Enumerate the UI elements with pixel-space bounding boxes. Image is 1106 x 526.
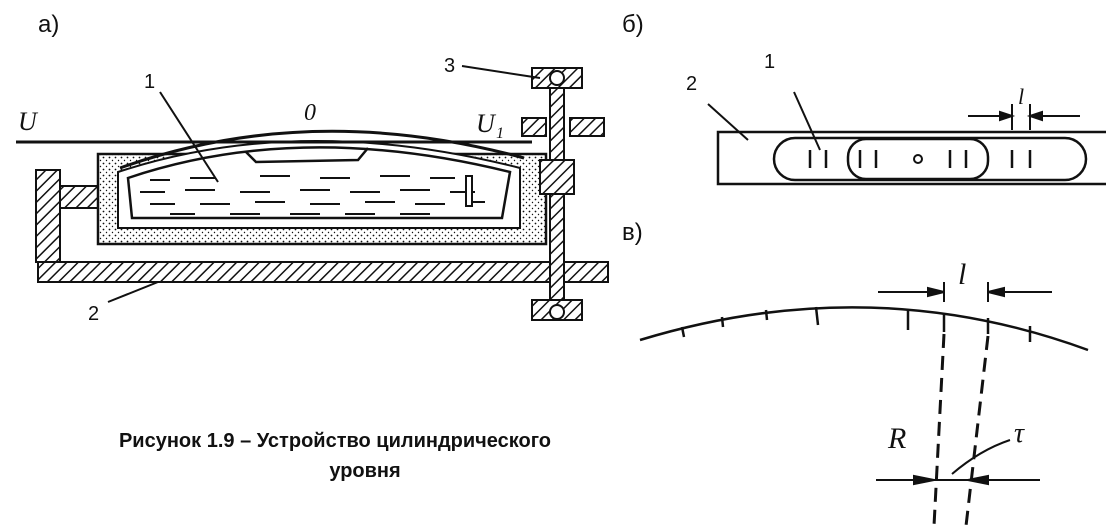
zero-label: 0 (304, 100, 316, 126)
arc-l-dimension (878, 282, 1052, 302)
screw-head-top (549, 70, 565, 86)
u-label: U (18, 107, 39, 136)
screw-nut-left (521, 117, 547, 137)
panel-v-label: в) (622, 219, 643, 246)
mark-3: 3 (444, 55, 455, 77)
leader-b-2 (707, 103, 749, 141)
screw-head-bottom (549, 304, 565, 320)
liquid (140, 175, 485, 215)
mark-2: 2 (88, 303, 99, 325)
top-graduations (808, 150, 1032, 168)
inner-rod (465, 175, 473, 207)
tau-leader (951, 439, 1011, 475)
screw-nut-right (569, 117, 605, 137)
mark-1: 1 (144, 71, 155, 93)
mark-b-2: 2 (686, 73, 697, 95)
screw-bracket (539, 159, 575, 195)
tau-label: τ (1014, 418, 1025, 449)
panel-a-label: а) (38, 11, 59, 38)
center-mark (913, 154, 923, 164)
glass-vial (126, 146, 512, 220)
top-l-dimension (968, 104, 1080, 130)
arc-ticks (680, 306, 1032, 342)
radius-left (932, 333, 946, 526)
top-l-label: l (1018, 84, 1024, 109)
panel-b-label: б) (622, 11, 644, 38)
figure-caption: Рисунок 1.9 – Устройство цилиндрического… (119, 426, 551, 486)
vial-arc (119, 129, 525, 170)
screw-shaft (549, 87, 565, 305)
vial-arc-curve (639, 306, 1089, 352)
base-plate (37, 261, 609, 283)
level-body (716, 130, 1106, 186)
bubble (245, 147, 369, 164)
mark-b-1: 1 (764, 51, 775, 73)
u1-label: U (476, 109, 497, 138)
caption-line-1: Рисунок 1.9 – Устройство цилиндрического (118, 430, 552, 452)
radius-right (964, 335, 990, 526)
leader-2 (107, 281, 159, 303)
r-label: R (887, 422, 906, 455)
caption-line-2: уровня (329, 460, 401, 482)
leader-3 (461, 65, 541, 79)
panel-a: а) (16, 11, 609, 325)
panel-b: б) l 1 2 (622, 11, 1106, 186)
left-bracket (35, 169, 61, 263)
panel-v: в) l (622, 219, 1089, 526)
left-pin (59, 185, 101, 209)
lower-segment (876, 474, 1040, 486)
leader-b-1 (793, 91, 821, 151)
u1-subscript: 1 (496, 125, 504, 142)
arc-l-label: l (958, 258, 966, 291)
leader-1 (159, 91, 219, 183)
